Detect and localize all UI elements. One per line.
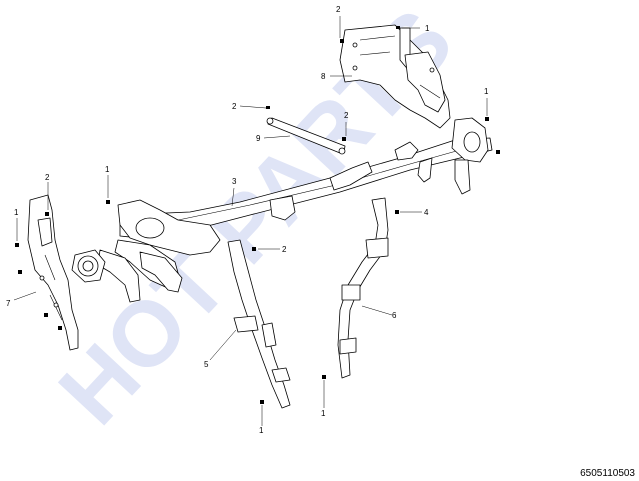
callout-2: 2 [45,173,50,182]
bolt-icon [252,247,256,251]
part-6-right-vertical-support [337,197,389,379]
bolt-icon [485,117,489,121]
bolt-icon [396,26,400,29]
bolt-icon [106,200,110,204]
part-7-left-side-bracket [27,194,79,351]
callout-1: 1 [259,426,264,435]
callout-1: 1 [105,165,110,174]
callout-2: 2 [336,5,341,14]
part-3-cross-car-beam [119,137,493,239]
callout-6: 6 [392,311,397,320]
bolt-icon [342,137,346,141]
callout-labels: 2 1 8 2 9 2 1 3 1 4 2 2 1 7 5 6 1 1 [6,5,489,435]
part-right-end-bracket [451,117,489,195]
bolt-icon [15,243,19,247]
callout-1: 1 [321,409,326,418]
part-9-brace-rod [266,117,346,155]
leader-lines [13,16,488,426]
callout-8: 8 [321,72,326,81]
document-number: 6505110503 [580,468,635,479]
bolt-icon [45,212,49,216]
bolt-icon [44,313,48,317]
bolt-icon [18,270,22,274]
callout-1: 1 [425,24,430,33]
bolt-icon [58,326,62,330]
bolt-icon [395,210,399,214]
bolt-icon [496,150,500,154]
callout-2: 2 [282,245,287,254]
callout-9: 9 [256,134,261,143]
callout-7: 7 [6,299,11,308]
bolt-icon [340,39,344,43]
fastener-group [15,26,500,404]
part-8-upper-bracket [339,24,451,129]
bolt-icon [260,400,264,404]
bolt-icon [322,375,326,379]
callout-5: 5 [204,360,209,369]
callout-1: 1 [484,87,489,96]
part-left-bracket-assembly [71,199,221,303]
callout-3: 3 [232,177,237,186]
callout-4: 4 [424,208,429,217]
callout-2: 2 [344,111,349,120]
part-5-left-vertical-support [227,239,291,409]
bolt-icon [266,106,270,109]
callout-1: 1 [14,208,19,217]
callout-2: 2 [232,102,237,111]
